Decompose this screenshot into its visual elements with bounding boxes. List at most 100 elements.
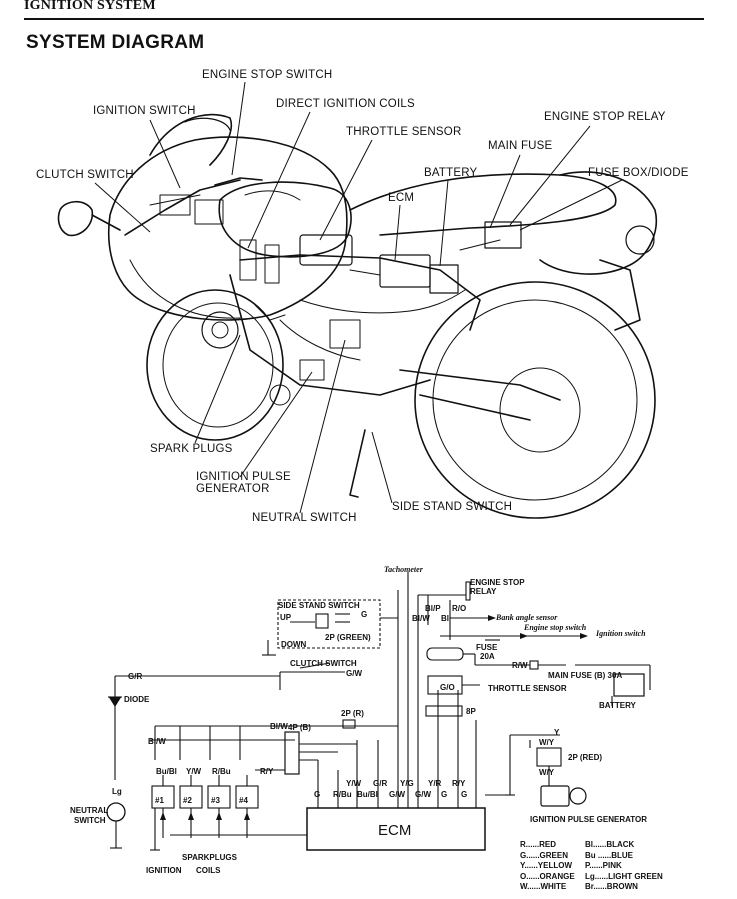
ecm-pin-bottom-1: G: [314, 790, 320, 799]
sch-fuse: FUSE: [476, 643, 498, 652]
ecm-pin-top-3: Y/G: [400, 779, 414, 788]
sch-main-fuse: MAIN FUSE (B) 30A: [548, 671, 622, 680]
label-side-stand-switch: SIDE STAND SWITCH: [392, 501, 512, 513]
coil-number-3: #3: [211, 796, 220, 805]
wire-g-r: G/R: [128, 672, 142, 681]
label-direct-ignition-coils: DIRECT IGNITION COILS: [276, 98, 415, 110]
sch-neutral-switch-2: SWITCH: [74, 816, 106, 825]
ecm-pin-top-5: R/Y: [452, 779, 466, 788]
sch-8p: 8P: [466, 707, 476, 716]
sch-engine-stop-relay-1: ENGINE STOP: [470, 578, 525, 587]
coil-wire-1: Bu/Bl: [156, 767, 177, 776]
ecm-block: [306, 807, 486, 851]
label-clutch-switch: CLUTCH SWITCH: [36, 169, 134, 181]
sch-clutch-switch: CLUTCH SWITCH: [290, 659, 357, 668]
sch-engine-stop-relay-2: RELAY: [470, 587, 497, 596]
sch-tachometer: Tachometer: [384, 565, 424, 574]
ecm-pin-top-4: Y/R: [428, 779, 442, 788]
coil-number-4: #4: [239, 796, 248, 805]
legend-left-2: G......GREEN: [520, 851, 568, 860]
sch-ignition-pulse-generator: IGNITION PULSE GENERATOR: [530, 815, 647, 824]
rear-tire: [414, 281, 656, 519]
color-legend: R......RED Bl......BLACK G......GREEN Bu…: [520, 840, 663, 891]
ecm-pin-bottom-2: R/Bu: [333, 790, 352, 799]
label-neutral-switch: NEUTRAL SWITCH: [252, 512, 357, 524]
wire-bl-p: Bl/P: [425, 604, 441, 613]
wire-bl: Bl: [441, 614, 449, 623]
sch-throttle-sensor: THROTTLE SENSOR: [488, 684, 567, 693]
label-spark-plugs: SPARK PLUGS: [150, 443, 233, 455]
page-title: SYSTEM DIAGRAM: [26, 32, 205, 53]
section-title: IGNITION SYSTEM: [24, 0, 156, 13]
coil-number-1: #1: [155, 796, 164, 805]
ecm-pin-top-1: Y/W: [346, 779, 362, 788]
callout-leaders: [94, 81, 623, 514]
sch-ignition: IGNITION: [146, 866, 182, 875]
wire-r-w: R/W: [512, 661, 528, 670]
label-ecm: ECM: [388, 192, 414, 204]
sch-diode: DIODE: [124, 695, 150, 704]
front-fairing: [107, 136, 348, 321]
wire-g-w: G/W: [346, 669, 362, 678]
windscreen: [149, 113, 232, 166]
wire-g-right: G: [361, 610, 367, 619]
pulse-generator-symbol: [540, 785, 570, 807]
sch-ecm: ECM: [378, 822, 411, 839]
ecm-pin-top-2: G/R: [373, 779, 387, 788]
wire-bl-w-right: Bl/W: [412, 614, 430, 623]
sch-fuse-rating: 20A: [480, 652, 495, 661]
coil-wire-3: R/Bu: [212, 767, 231, 776]
label-ignition-pulse-1: IGNITION PULSE: [196, 471, 291, 483]
sch-coils: COILS: [196, 866, 221, 875]
sch-bank-angle-sensor: Bank angle sensor: [495, 613, 558, 622]
sch-ignition-switch: Ignition switch: [595, 629, 646, 638]
wire-bl-w-top: Bl/W: [270, 722, 288, 731]
wire-w-y-top: W/Y: [539, 738, 555, 747]
front-tire: [146, 289, 284, 441]
legend-left-3: Y......YELLOW: [520, 861, 572, 870]
wire-y: Y: [554, 728, 560, 737]
label-main-fuse: MAIN FUSE: [488, 140, 553, 152]
callout-labels: ENGINE STOP SWITCH IGNITION SWITCH DIREC…: [36, 69, 689, 524]
label-engine-stop-relay: ENGINE STOP RELAY: [544, 111, 666, 123]
coil-number-2: #2: [183, 796, 192, 805]
sch-neutral-switch-1: NEUTRAL: [70, 806, 108, 815]
wire-r-o: R/O: [452, 604, 466, 613]
sch-battery: BATTERY: [599, 701, 637, 710]
sch-sparkplugs: SPARKPLUGS: [182, 853, 238, 862]
ecm-pin-bottom-5: G/W: [415, 790, 431, 799]
seat: [349, 173, 617, 236]
page-header: IGNITION SYSTEM: [24, 0, 704, 20]
legend-left-1: R......RED: [520, 840, 556, 849]
coil-wire-4: R/Y: [260, 767, 274, 776]
ecm-pin-bottom-6: G: [441, 790, 447, 799]
wire-g-o: G/O: [440, 683, 455, 692]
sch-engine-stop-switch: Engine stop switch: [523, 623, 587, 632]
wire-w-y-bottom: W/Y: [539, 768, 555, 777]
label-fuse-box-diode: FUSE BOX/DIODE: [588, 167, 689, 179]
legend-left-4: O......ORANGE: [520, 872, 575, 881]
side-stand: [349, 429, 366, 498]
battery-box: [429, 264, 459, 294]
label-battery: BATTERY: [424, 167, 478, 179]
sch-up: UP: [280, 613, 292, 622]
legend-right-3: P......PINK: [585, 861, 622, 870]
sch-2p-r: 2P (R): [341, 709, 364, 718]
coil-block: [299, 234, 353, 266]
ecm-pin-bottom-7: G: [461, 790, 467, 799]
wire-lg: Lg: [112, 787, 122, 796]
battery-symbol: [613, 673, 645, 697]
label-ignition-pulse-2: GENERATOR: [196, 483, 270, 495]
left-mirror: [57, 200, 94, 237]
legend-right-4: Lg......LIGHT GREEN: [585, 872, 663, 881]
ecm-pin-bottom-4: G/W: [389, 790, 405, 799]
ecm-pin-bottom-3: Bu/Bl: [357, 790, 378, 799]
wire-bl-w-left: Bl/W: [148, 737, 166, 746]
label-engine-stop-switch: ENGINE STOP SWITCH: [202, 69, 332, 81]
legend-left-5: W......WHITE: [520, 882, 567, 891]
sch-side-stand-switch: SIDE STAND SWITCH: [278, 601, 360, 610]
sch-4p-b: 4P (B): [288, 723, 311, 732]
coil-wire-2: Y/W: [186, 767, 202, 776]
schematic-labels: Tachometer ENGINE STOP RELAY SIDE STAND …: [70, 565, 647, 875]
